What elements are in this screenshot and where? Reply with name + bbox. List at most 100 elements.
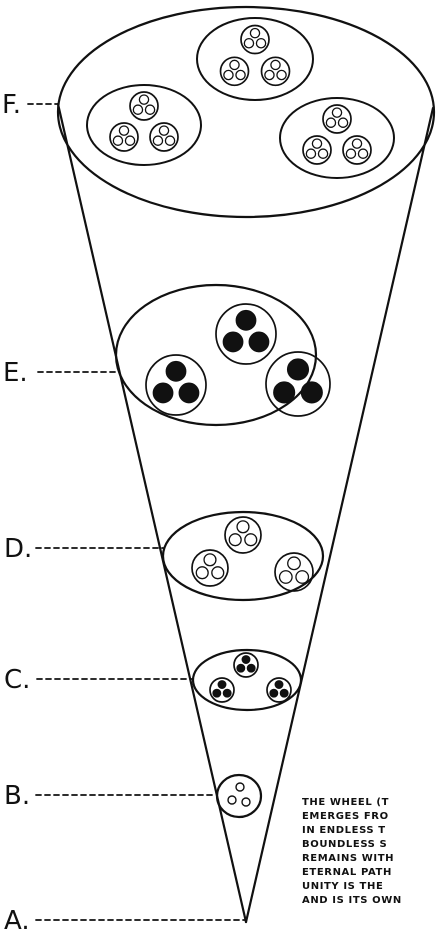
inner-circle [255, 37, 267, 49]
level-f-disc [56, 5, 436, 219]
inner-circle [244, 533, 258, 547]
small-wheel [302, 135, 332, 165]
level-c-label: C. [4, 665, 30, 695]
inner-dot [178, 382, 200, 404]
small-wheel [224, 516, 262, 554]
inner-circle [264, 69, 275, 81]
level-e-disc [114, 283, 318, 427]
small-wheel [265, 351, 331, 417]
inner-circle [337, 117, 349, 128]
inner-circle [305, 148, 317, 159]
level-b-label: B. [4, 781, 30, 811]
inner-dot [152, 382, 174, 404]
caption-line: REMAINS WITH [302, 853, 395, 864]
inner-circle [195, 566, 209, 580]
inner-circle [211, 566, 225, 580]
small-wheel [129, 91, 159, 121]
inner-circle [112, 135, 124, 146]
inner-dot [222, 688, 232, 698]
inner-circle [311, 138, 323, 149]
inner-circle [223, 69, 234, 81]
inner-circle [325, 117, 337, 128]
caption-line: THE WHEEL (T [302, 797, 390, 808]
small-wheel [260, 56, 291, 87]
inner-circle [270, 59, 281, 71]
small-wheel [149, 122, 179, 152]
inner-circle [317, 148, 329, 159]
inner-dot [279, 688, 289, 698]
small-wheel [219, 56, 250, 87]
inner-circle [235, 782, 245, 792]
inner-circle [228, 533, 242, 547]
inner-circle [351, 138, 363, 149]
inner-circle [164, 135, 176, 146]
inner-dot [217, 680, 227, 689]
inner-dot [286, 358, 310, 381]
level-a-label: A. [4, 906, 30, 932]
inner-circle [144, 104, 156, 115]
caption-line: ETERNAL PATH [302, 867, 392, 878]
inner-dot [300, 381, 323, 404]
inner-circle [227, 795, 237, 805]
cone-right-edge [244, 106, 435, 924]
inner-dot [274, 680, 284, 689]
small-wheel [145, 354, 207, 416]
cone-left-edge [56, 102, 248, 924]
inner-circle [295, 570, 310, 584]
inner-circle [118, 125, 130, 136]
inner-circle [152, 135, 164, 146]
small-wheel [274, 552, 314, 592]
level-f-label: F. [2, 90, 21, 120]
inner-dot [248, 331, 270, 353]
caption-line: EMERGES FRO [302, 811, 389, 822]
inner-circle [357, 148, 369, 159]
inner-circle [243, 37, 255, 49]
caption-line: UNITY IS THE [302, 881, 384, 892]
inner-circle [345, 148, 357, 159]
inner-dot [212, 688, 222, 698]
inner-circle [229, 59, 240, 71]
inner-circle [287, 556, 301, 571]
level-b-disc [215, 773, 263, 819]
small-wheel [215, 303, 277, 365]
inner-circle [235, 69, 246, 81]
large-wheel [196, 17, 314, 101]
caption-line: BOUNDLESS S [302, 839, 388, 850]
caption-text: THE WHEEL (T EMERGES FRO IN ENDLESS T BO… [302, 796, 439, 932]
inner-dot [165, 360, 187, 382]
small-wheel [240, 24, 270, 55]
small-wheel [109, 122, 139, 152]
large-wheel [279, 97, 395, 179]
level-labels: F. E. D. C. B. A. [2, 90, 32, 932]
inner-circle [158, 125, 170, 136]
level-d-label: D. [4, 534, 32, 564]
inner-circle [249, 27, 261, 39]
inner-dot [241, 655, 251, 664]
inner-dot [273, 381, 296, 404]
inner-circle [276, 69, 287, 81]
inner-circle [138, 94, 150, 105]
inner-circle [203, 553, 217, 567]
inner-dot [269, 688, 279, 698]
caption-line: AND IS ITS OWN [302, 895, 402, 906]
level-e-label: E. [3, 358, 28, 388]
inner-circle [331, 107, 343, 118]
caption-line: IN ENDLESS T [302, 825, 386, 836]
inner-circle [241, 797, 251, 807]
inner-circle [236, 520, 250, 534]
level-d-disc [161, 510, 325, 602]
inner-circle [132, 104, 144, 115]
inner-dot [236, 663, 246, 673]
level-c-disc [191, 648, 303, 712]
inner-dot [222, 331, 244, 353]
large-wheel [86, 84, 202, 166]
inner-dot [235, 309, 257, 331]
inner-dot [246, 663, 256, 673]
small-wheel [209, 677, 235, 703]
inner-circle [124, 135, 136, 146]
small-wheel [342, 135, 372, 165]
small-wheel [322, 104, 352, 134]
small-wheel [191, 549, 229, 587]
small-wheel [266, 677, 292, 703]
